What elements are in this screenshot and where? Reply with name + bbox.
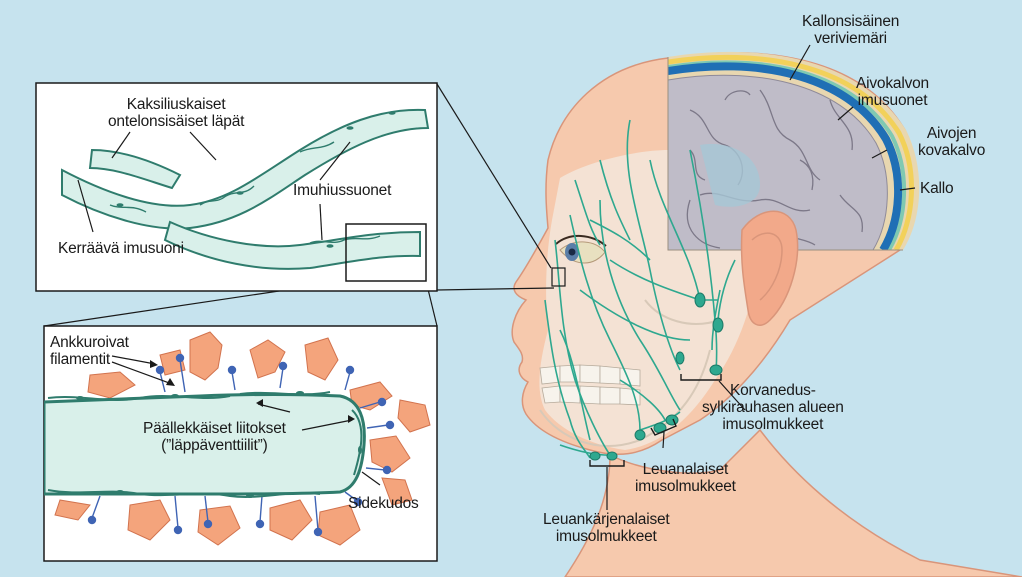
label-kallonsisainen-veriviemari: Kallonsisäinen veriviemäri: [802, 13, 899, 47]
label-aivojen-kovakalvo: Aivojen kovakalvo: [918, 125, 985, 159]
label-sidekudos: Sidekudos: [348, 495, 419, 512]
label-kallo: Kallo: [920, 180, 953, 197]
label-imuhiussuonet: Imuhiussuonet: [293, 182, 391, 199]
label-leuanalaiset-imusolmukkeet: Leuanalaiset imusolmukkeet: [635, 461, 736, 495]
label-paallekkaiset-liitokset: Päällekkäiset liitokset (”läppäventtiili…: [143, 420, 286, 454]
label-kaksiliuskaiset-lapat: Kaksiliuskaiset ontelonsisäiset läpät: [108, 96, 244, 130]
label-keraava-imusuoni: Kerräävä imusuoni: [58, 240, 184, 257]
label-korvanedus-imusolmukkeet: Korvanedus- sylkirauhasen alueen imusolm…: [702, 382, 844, 433]
label-aivokalvon-imusuonet: Aivokalvon imusuonet: [856, 75, 929, 109]
label-leuankarjenalaiset-imusolmukkeet: Leuankärjenalaiset imusolmukkeet: [543, 511, 670, 545]
label-ankkuroivat-filamentit: Ankkuroivat filamentit: [50, 334, 129, 368]
